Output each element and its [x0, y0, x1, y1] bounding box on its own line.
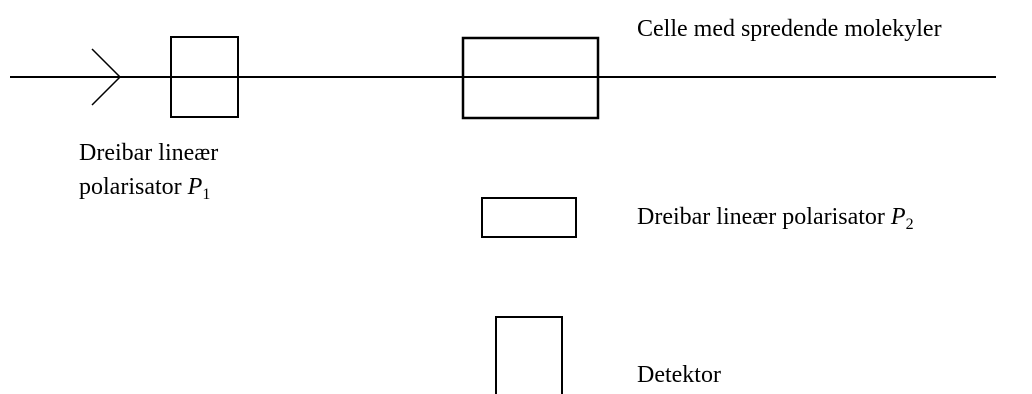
- beam-direction-arrow: [91, 48, 122, 106]
- polarizer-p1-label-text: polarisator: [79, 174, 182, 200]
- polarizer-p1-subscript: 1: [202, 186, 211, 203]
- polarizer-p2-label-text: Dreibar lineær polarisator: [637, 204, 885, 230]
- detector-label: Detektor: [637, 362, 721, 388]
- polarizer-p1-box: [170, 36, 239, 118]
- polarizer-p1-label-line2: polarisator P1: [79, 172, 210, 210]
- polarizer-p1-label-line1: Dreibar lineær: [79, 140, 219, 166]
- polarizer-p1-symbol: P: [187, 174, 203, 200]
- polarizer-p2-symbol: P: [890, 204, 906, 230]
- polarizer-p2-box: [481, 197, 577, 238]
- detector-box: [495, 316, 563, 394]
- cell-label: Celle med spredende molekyler: [637, 16, 942, 42]
- polarizer-p2-label: Dreibar lineær polarisator P2: [637, 202, 914, 240]
- polarizer-p2-subscript: 2: [905, 216, 914, 233]
- scattering-cell-box: [461, 36, 600, 120]
